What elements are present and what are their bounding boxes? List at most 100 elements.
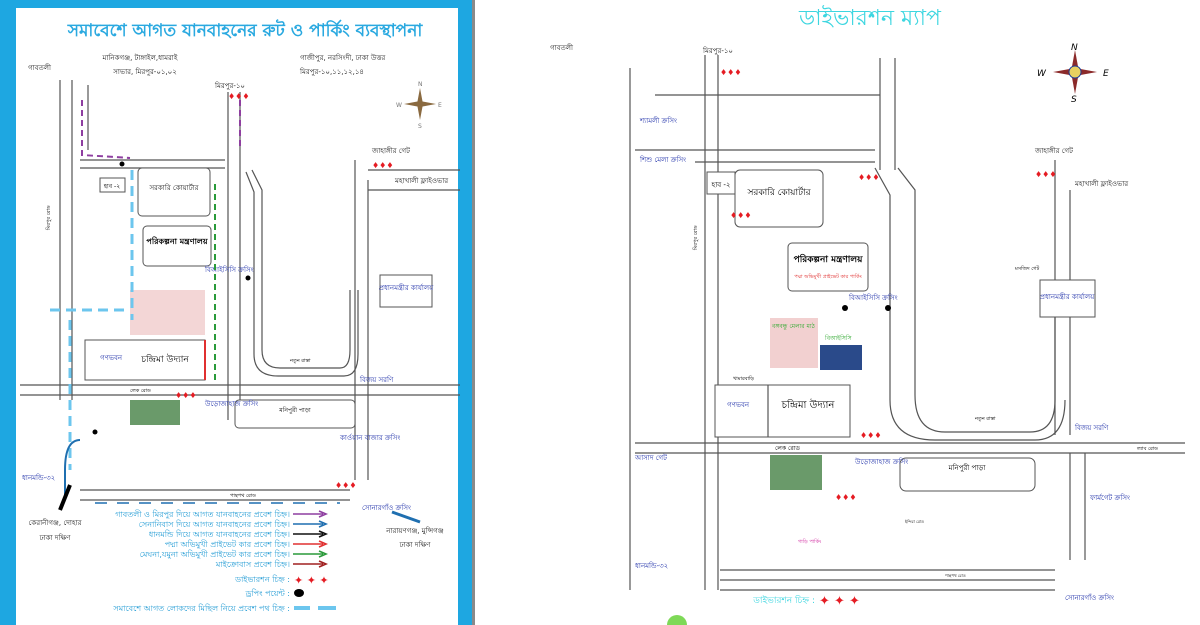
legend-item-arrow-icon — [293, 510, 329, 518]
legend-diversion-icon: ✦ ✦ ✦ — [819, 594, 860, 609]
svg-text:♦♦♦: ♦♦♦ — [372, 161, 394, 170]
legend-item-label: মাইক্রোবাস প্রবেশ চিহ্ন। — [215, 560, 290, 569]
label-shishumela: শিশু মেলা ক্রসিং — [639, 156, 686, 164]
label-chandrima: চন্দ্রিমা উদ্যান — [781, 398, 836, 411]
label-jahangir-gate: জাহাঙ্গীর গেট — [371, 146, 410, 155]
block-pm-office — [379, 274, 433, 308]
parliament-image — [130, 400, 180, 425]
label-planning: পরিকল্পনা মন্ত্রণালয় — [146, 236, 207, 246]
svg-text:W: W — [1037, 69, 1047, 79]
legend-dropping-label: ড্রপিং পয়েন্ট : — [245, 589, 290, 598]
label-sonargaon: সোনারগাঁও ক্রসিং — [362, 503, 411, 512]
label-planning: পরিকল্পনা মন্ত্রণালয় — [794, 253, 863, 265]
label-mohakhali: মহাখালী ফ্লাইওভার — [394, 176, 448, 185]
legend-item-arrow-icon — [293, 540, 329, 548]
legend-item-arrow-icon — [293, 530, 329, 538]
route-purple-west — [81, 100, 131, 159]
bottom-logo-icon — [667, 615, 687, 625]
label-lake-road: লেক রোড — [775, 445, 800, 452]
left-map-svg: সমাবেশে আগত যানবাহনের রুট ও পার্কিং ব্যব… — [20, 19, 460, 613]
label-hall2: হাব -২ — [103, 183, 120, 190]
panel-divider — [472, 0, 475, 625]
label-panthapath: পান্থপথ রোড — [230, 493, 256, 499]
label-dhanmondi: ধানমন্ডি-৩২ — [635, 562, 668, 570]
route-blue — [64, 439, 81, 500]
legend-item-label: মেঘনা,যমুনা অভিমুখী প্রাইভেট কার প্রবেশ … — [140, 549, 291, 559]
arrow-keraniganj — [58, 484, 72, 511]
svg-text:♦♦♦: ♦♦♦ — [335, 481, 357, 490]
legend-item-label: পদ্মা অভিমুখী প্রাইভেট কার প্রবেশ চিহ্ন। — [165, 539, 290, 549]
block-planning — [142, 225, 212, 267]
label-panthapath: পান্থপথ রোড — [945, 573, 966, 578]
label-gonobhaban: গণভবন — [727, 401, 750, 409]
photo-bicc — [820, 345, 862, 370]
svg-text:♦♦♦: ♦♦♦ — [835, 493, 857, 502]
label-new-road: নতুন রাস্তা — [289, 358, 311, 364]
svg-text:N: N — [418, 81, 423, 88]
origin-south-west-2: ঢাকা দক্ষিণ — [39, 534, 71, 542]
label-pm-office: প্রধানমন্ত্রীর কার্যালয় — [1040, 292, 1095, 301]
label-farmgate: ফার্মগেট ক্রসিং — [1089, 493, 1130, 502]
svg-text:N: N — [1071, 43, 1078, 53]
label-quarter: সরকারি কোয়ার্টার — [148, 183, 198, 192]
right-map-title: ডাইভারশন ম্যাপ — [798, 5, 942, 31]
svg-text:♦♦♦: ♦♦♦ — [175, 391, 197, 400]
svg-text:♦♦♦: ♦♦♦ — [720, 68, 742, 77]
legend-diversion-label: ডাইভারশন চিহ্ন : — [234, 575, 290, 584]
photo-rally-ground — [130, 290, 205, 335]
photo-rally-ground — [770, 318, 818, 368]
legend-item-label: ধানমন্ডি দিয়ে আগত যানবাহনের প্রবেশ চিহ্… — [149, 530, 290, 539]
block-hall2 — [99, 177, 126, 193]
label-hall2: হাব -২ — [711, 181, 731, 189]
compass-icon: N S W E — [1037, 43, 1109, 105]
label-pm-office: প্রধানমন্ত্রীর কার্যালয় — [379, 283, 434, 292]
origin-west-1: মানিকগঞ্জ, টাঙ্গাইল,ধামরাই — [102, 53, 178, 62]
label-mirpur-road: মিরপুর রোড — [693, 225, 699, 251]
svg-text:W: W — [396, 102, 402, 109]
svg-text:E: E — [1103, 69, 1109, 79]
label-mohakhali: মহাখালী ফ্লাইওভার — [1074, 179, 1128, 188]
origin-south-east-2: ঢাকা দক্ষিণ — [399, 541, 431, 549]
svg-text:♦♦♦: ♦♦♦ — [1035, 170, 1057, 179]
svg-text:♦♦♦: ♦♦♦ — [228, 92, 250, 101]
svg-text:♦♦♦: ♦♦♦ — [858, 173, 880, 182]
label-bijoy: বিজয় সরণি — [1074, 424, 1109, 432]
right-road-network — [629, 55, 1185, 591]
left-map-title: সমাবেশে আগত যানবাহনের রুট ও পার্কিং ব্যব… — [67, 19, 424, 41]
label-mirpur-road: মিরপুর রোড — [46, 205, 52, 231]
label-dhanmondi: ধানমন্ডি-৩২ — [22, 474, 55, 482]
origin-north-1: গাজীপুর, নরসিংদী, ঢাকা উত্তর — [300, 53, 385, 62]
origin-south-west-1: কেরানীগঞ্জ, দোহার — [29, 518, 82, 527]
label-khamarbari: খামারবাড়ি — [733, 376, 754, 382]
label-chandrima: চন্দ্রিমা উদ্যান — [140, 353, 189, 365]
block-quarter — [734, 169, 824, 228]
svg-text:♦♦♦: ♦♦♦ — [860, 431, 882, 440]
label-karwan: কার্ওয়ান বাজার ক্রসিং — [339, 434, 400, 442]
legend-item-arrow-icon — [293, 550, 329, 558]
legend-procession-label: সমাবেশে আগত লোকদের মিছিল নিয়ে প্রবেশ পথ… — [112, 604, 290, 613]
label-gabtoli: গাবতলী — [28, 63, 52, 72]
label-bicc: বিআইসিসি ক্রসিং — [204, 266, 254, 274]
legend-item-label: গাবতলী ও মিরপুর দিয়ে আগত যানবাহনের প্রব… — [115, 509, 290, 519]
legend-diversion-label: ডাইভারশন চিহ্ন : — [752, 595, 815, 606]
label-mirpur10: মিরপুর-১০ — [702, 47, 733, 55]
block-manipuri — [899, 457, 1036, 492]
legend-diversion-icon: ✦ ✦ ✦ — [294, 574, 329, 587]
label-uroja: উড়োজাহাজ ক্রসিং — [204, 399, 258, 408]
left-road-network — [20, 80, 460, 501]
route-procession — [50, 170, 134, 470]
block-manipuri — [234, 399, 356, 429]
label-bangabandhu: বঙ্গবন্ধু মেলার মাঠ — [771, 322, 816, 330]
label-indira: ইন্দিরা রোড — [904, 519, 924, 524]
block-pm-office — [1039, 279, 1096, 318]
legend-item-label: সেনানিবাস দিয়ে আগত যানবাহনের প্রবেশ চিহ… — [139, 520, 290, 529]
svg-text:S: S — [1071, 95, 1077, 105]
label-manipuri: মনিপুরী পাড়া — [278, 406, 311, 414]
label-masjid-gate: মসজিদ গেট — [1014, 265, 1040, 272]
label-shyamoli: শ্যামলী ক্রসিং — [639, 116, 677, 125]
label-gonobhaban: গণভবন — [100, 354, 123, 362]
parliament-image — [770, 455, 822, 490]
label-manipuri: মনিপুরী পাড়া — [948, 463, 987, 472]
